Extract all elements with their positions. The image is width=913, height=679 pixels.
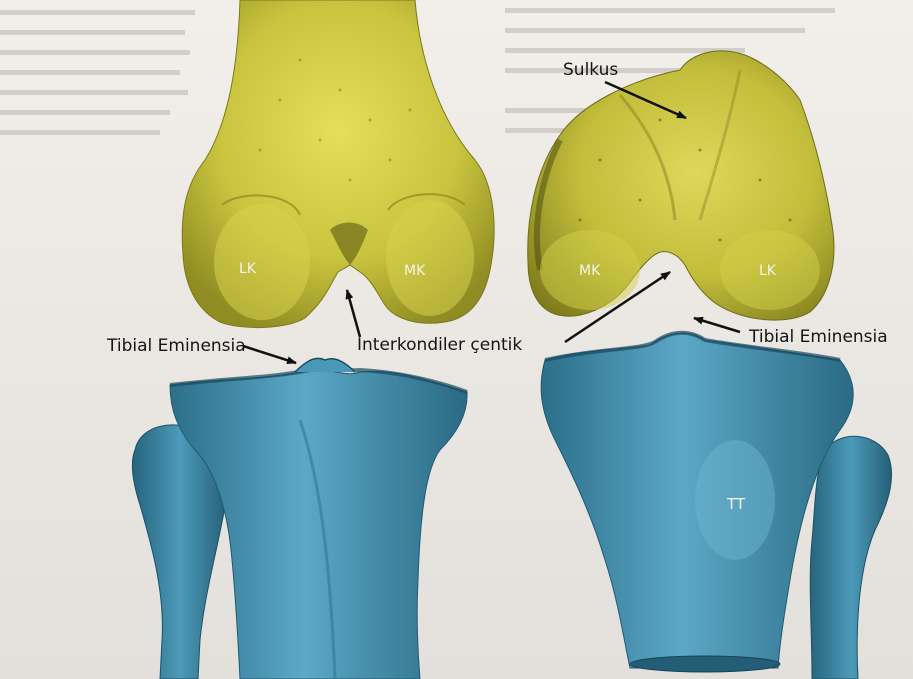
label-tibial-eminence-left: Tibial Eminensia [107, 336, 246, 356]
label-intercondylar-notch: İnterkondiler çentik [357, 335, 522, 355]
label-lateral-condyle-left: LK [239, 261, 256, 277]
label-sulcus: Sulkus [563, 60, 618, 80]
label-tibial-eminence-right: Tibial Eminensia [749, 327, 888, 347]
left-tibia [132, 358, 467, 679]
label-tibial-tuberosity: TT [727, 495, 745, 513]
label-lateral-condyle-right: LK [759, 263, 776, 279]
label-medial-condyle-right: MK [579, 263, 600, 279]
label-medial-condyle-left: MK [404, 263, 425, 279]
